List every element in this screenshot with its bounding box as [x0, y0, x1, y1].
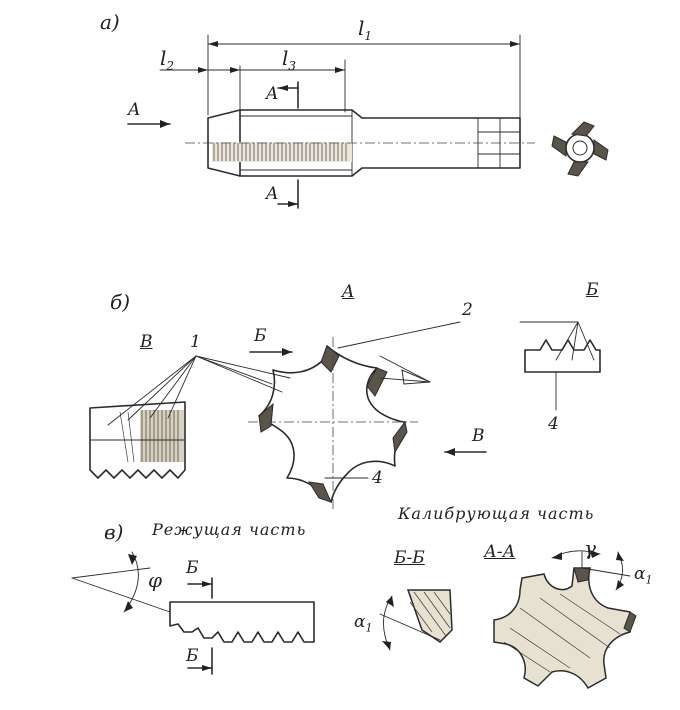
tap-end-view: [551, 121, 609, 177]
callout-4-tooth: 4: [548, 414, 559, 434]
section-mark-a-top: A: [266, 84, 279, 104]
view-arrow-label-a: A: [128, 100, 141, 120]
cut-mark-b-top: Б: [186, 558, 199, 578]
thread-hatching: [213, 143, 347, 161]
dim-l3: l3: [282, 46, 297, 73]
tap-side-view: [127, 34, 535, 209]
view-arrow-label-v: В: [472, 426, 485, 446]
view-label-b: Б: [586, 280, 599, 300]
angle-alpha-1-bb: α1: [354, 612, 373, 635]
callout-4-section: 4: [372, 468, 383, 488]
view-label-a: A: [342, 282, 355, 302]
section-label-aa: А-А: [484, 542, 516, 562]
callout-2-leader: [337, 321, 461, 349]
angle-alpha-1-aa: α1: [634, 564, 653, 587]
angle-gamma: γ: [584, 536, 596, 560]
panel-label-v: в): [104, 520, 124, 544]
thread-segment-view-v: [89, 401, 186, 479]
callout-1-leaders: [107, 355, 291, 426]
section-mark-a-bottom: A: [266, 184, 279, 204]
panel-label-b: б): [110, 290, 131, 314]
dim-l2: l2: [160, 46, 175, 73]
section-label-bb: Б-Б: [394, 548, 425, 568]
view-label-v: В: [140, 332, 153, 352]
callout-1: 1: [190, 332, 201, 352]
tooth-view-b: [519, 321, 601, 411]
dim-l1: l1: [358, 16, 373, 43]
callout-2: 2: [462, 300, 473, 320]
cutting-part-profile: [71, 551, 315, 675]
section-bb: [379, 589, 453, 651]
panel-label-a: а): [100, 10, 120, 34]
heading-calibrating-part: Калибрующая часть: [398, 504, 595, 523]
view-arrow-label-b: Б: [254, 326, 267, 346]
angle-phi: φ: [148, 568, 163, 592]
cut-mark-b-bottom: Б: [186, 646, 199, 666]
section-aa: [493, 550, 637, 690]
heading-cutting-part: Режущая часть: [152, 520, 307, 539]
tap-cross-section-a: [248, 337, 418, 512]
